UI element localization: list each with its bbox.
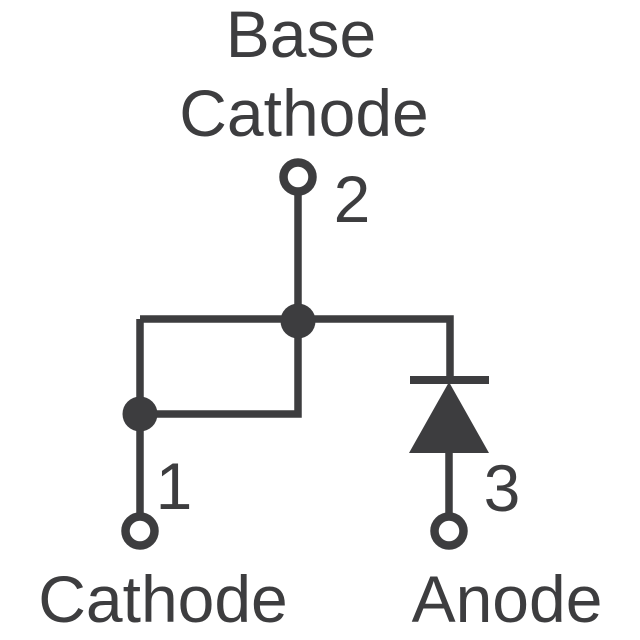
- label-pin3-name: Anode: [412, 562, 603, 636]
- label-pin1-name: Cathode: [38, 562, 288, 636]
- label-pin3-number: 3: [484, 451, 521, 525]
- junction-dot-left: [122, 396, 158, 432]
- diode-symbol: [409, 376, 489, 453]
- label-pin1-number: 1: [156, 449, 193, 523]
- label-pin2-name-line2: Cathode: [179, 76, 429, 150]
- label-pin2-name-line1: Base: [226, 0, 376, 71]
- diode-anode-triangle: [409, 382, 489, 453]
- terminal-pin1-circle: [121, 512, 159, 550]
- terminal-pin2-circle: [279, 158, 317, 196]
- terminal-pin3-circle: [430, 512, 468, 550]
- junction-dot-top: [280, 303, 316, 339]
- label-pin2-number: 2: [334, 162, 371, 236]
- wire-top-rail: [140, 315, 454, 378]
- wire-junction-loop: [136, 319, 302, 418]
